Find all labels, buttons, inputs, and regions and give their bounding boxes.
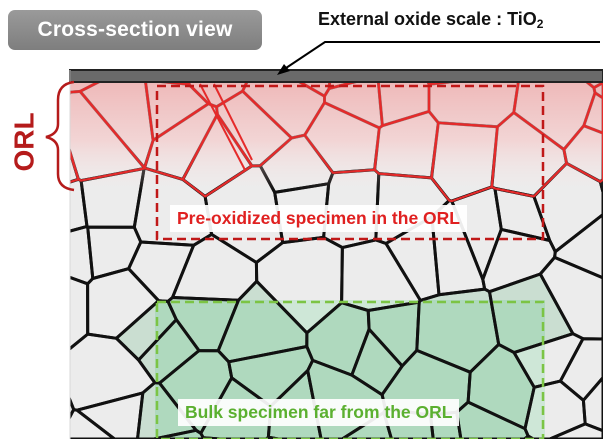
- scale-pointer-line: [282, 41, 600, 71]
- orl-label-text: ORL: [9, 112, 41, 172]
- orl-brace: [45, 80, 75, 192]
- scale-pointer-arrowhead: [277, 64, 290, 75]
- oxide-scale-label: External oxide scale : TiO2: [318, 9, 543, 31]
- oxidized-grain-network: [70, 80, 603, 203]
- orl-dashed-box: [155, 84, 545, 241]
- oxidized-grain: [562, 124, 603, 183]
- oxide-scale-label-main: External oxide scale : TiO: [318, 9, 537, 29]
- oxide-scale-layer: [69, 69, 603, 83]
- bulk-region-caption: Bulk specimen far from the ORL: [178, 399, 460, 426]
- grain: [70, 408, 116, 439]
- oxidized-grain: [592, 81, 603, 100]
- twin-boundary: [213, 83, 253, 161]
- oxidized-region-caption: Pre-oxidized specimen in the ORL: [170, 205, 467, 232]
- grain: [548, 422, 603, 439]
- oxidized-grain: [181, 113, 253, 198]
- oxidized-grain: [373, 110, 440, 179]
- grain: [0, 325, 62, 402]
- grain: [70, 224, 95, 286]
- grain: [70, 396, 76, 420]
- orl-label: ORL: [9, 92, 41, 192]
- cross-section-view-badge: Cross-section view: [8, 10, 262, 50]
- oxide-scale-label-subscript: 2: [536, 17, 544, 31]
- twin-boundary: [199, 83, 246, 171]
